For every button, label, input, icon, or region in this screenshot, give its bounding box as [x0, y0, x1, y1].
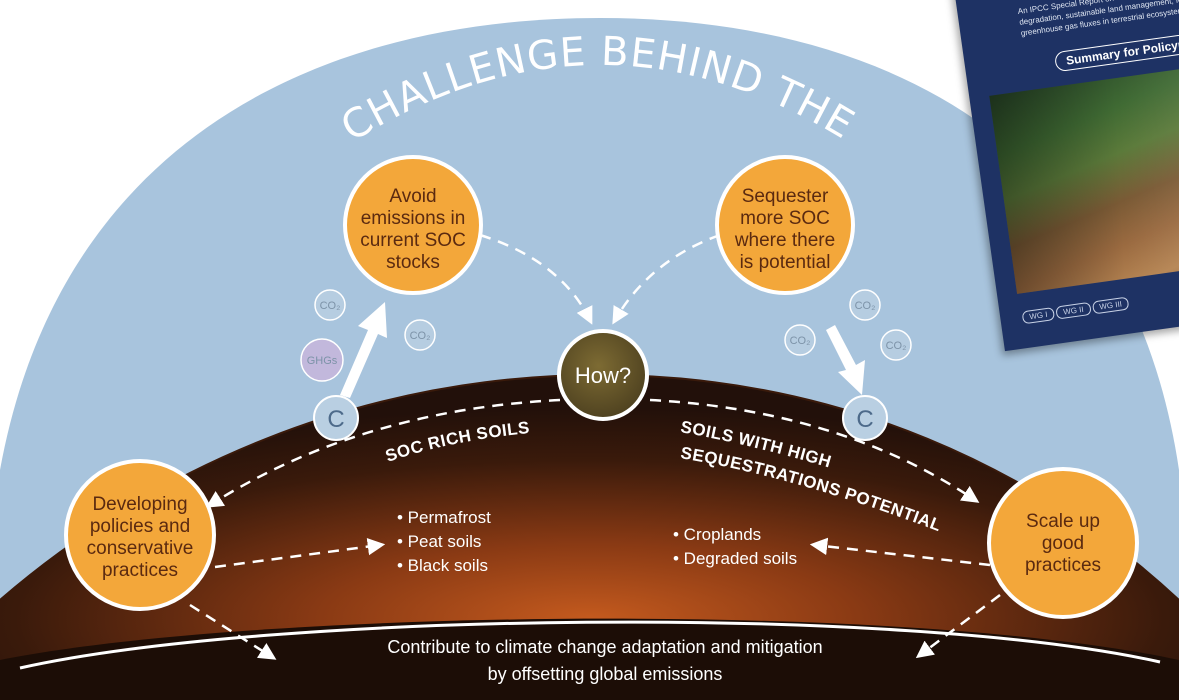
co2-bubble-right-1: CO₂: [849, 289, 881, 321]
arrow-right-to-seq-list: [809, 537, 991, 567]
arrow-how-to-right: [649, 398, 980, 503]
wg1-tab: WG I: [1021, 306, 1056, 325]
wg3-tab: WG III: [1091, 296, 1130, 315]
svg-text:Sequester: Sequester: [742, 186, 829, 207]
co2-bubble-right-3: CO₂: [880, 329, 912, 361]
svg-text:Contribute to climate change a: Contribute to climate change adaptation …: [387, 637, 822, 657]
bottom-statement: Contribute to climate change adaptation …: [387, 637, 822, 684]
carbon-circle-left: C: [313, 395, 359, 441]
svg-text:CO₂: CO₂: [790, 335, 811, 347]
high-sequestration-list: • Croplands • Degraded soils: [673, 525, 797, 568]
svg-text:by offsetting global emissions: by offsetting global emissions: [488, 664, 723, 684]
svg-text:How?: How?: [575, 363, 631, 388]
co2-bubble-left-1: CO₂: [314, 289, 346, 321]
svg-text:• Peat soils: • Peat soils: [397, 532, 481, 551]
svg-text:Avoid: Avoid: [389, 186, 436, 207]
svg-text:emissions in: emissions in: [361, 208, 466, 229]
svg-text:• Permafrost: • Permafrost: [397, 508, 491, 527]
wg2-tab: WG II: [1055, 301, 1092, 320]
arrow-carbon-release: [340, 302, 387, 398]
svg-text:practices: practices: [1025, 555, 1101, 576]
co2-bubble-left-2: CO₂: [404, 319, 436, 351]
arrow-sequester-to-how: [612, 233, 721, 325]
svg-text:is potential: is potential: [740, 252, 831, 273]
svg-text:current SOC: current SOC: [360, 230, 466, 251]
svg-text:• Degraded soils: • Degraded soils: [673, 549, 797, 568]
svg-text:CO₂: CO₂: [855, 300, 876, 312]
co2-bubble-right-2: CO₂: [784, 324, 816, 356]
svg-text:Scale up: Scale up: [1026, 511, 1100, 532]
arrow-right-to-bottom: [915, 594, 1001, 659]
soc-rich-soils-list: • Permafrost • Peat soils • Black soils: [397, 508, 491, 575]
svg-text:CO₂: CO₂: [410, 330, 431, 342]
working-group-tabs: WG I WG II WG III: [1021, 296, 1130, 325]
arrow-left-to-soc-list: [214, 537, 386, 569]
scale-up-practices-circle: Scale up good practices: [987, 467, 1139, 619]
developing-policies-circle: Developing policies and conservative pra…: [64, 459, 216, 611]
avoid-emissions-circle: Avoid emissions in current SOC stocks: [343, 155, 483, 295]
svg-text:CO₂: CO₂: [320, 300, 341, 312]
svg-text:policies and: policies and: [90, 516, 190, 537]
svg-text:conservative: conservative: [87, 538, 194, 559]
svg-text:more SOC: more SOC: [740, 208, 830, 229]
arrow-carbon-sequester: [826, 325, 865, 395]
arrow-how-to-left: [205, 398, 561, 508]
soil-dome: [0, 375, 1179, 700]
svg-text:practices: practices: [102, 560, 178, 581]
report-subtitle: An IPCC Special Report on climate change…: [1017, 0, 1179, 38]
bottom-band: [0, 618, 1179, 700]
svg-text:stocks: stocks: [386, 252, 440, 273]
svg-text:GHGs: GHGs: [307, 355, 338, 367]
svg-text:good: good: [1042, 533, 1084, 554]
svg-text:C: C: [327, 406, 344, 433]
carbon-circle-right: C: [842, 395, 888, 441]
svg-text:C: C: [856, 406, 873, 433]
svg-text:• Black soils: • Black soils: [397, 556, 488, 575]
svg-text:• Croplands: • Croplands: [673, 525, 761, 544]
how-circle: How?: [557, 329, 649, 421]
svg-text:where there: where there: [734, 230, 835, 251]
svg-text:Developing: Developing: [92, 494, 187, 515]
svg-text:CO₂: CO₂: [886, 340, 907, 352]
ghg-bubble: GHGs: [300, 338, 344, 382]
sequester-soc-circle: Sequester more SOC where there is potent…: [715, 155, 855, 295]
report-cover-photo: [989, 54, 1179, 294]
bottom-band-line: [19, 620, 1161, 670]
arrow-left-to-bottom: [189, 603, 277, 660]
summary-for-policymakers-badge: Summary for Policymakers: [1053, 27, 1179, 73]
